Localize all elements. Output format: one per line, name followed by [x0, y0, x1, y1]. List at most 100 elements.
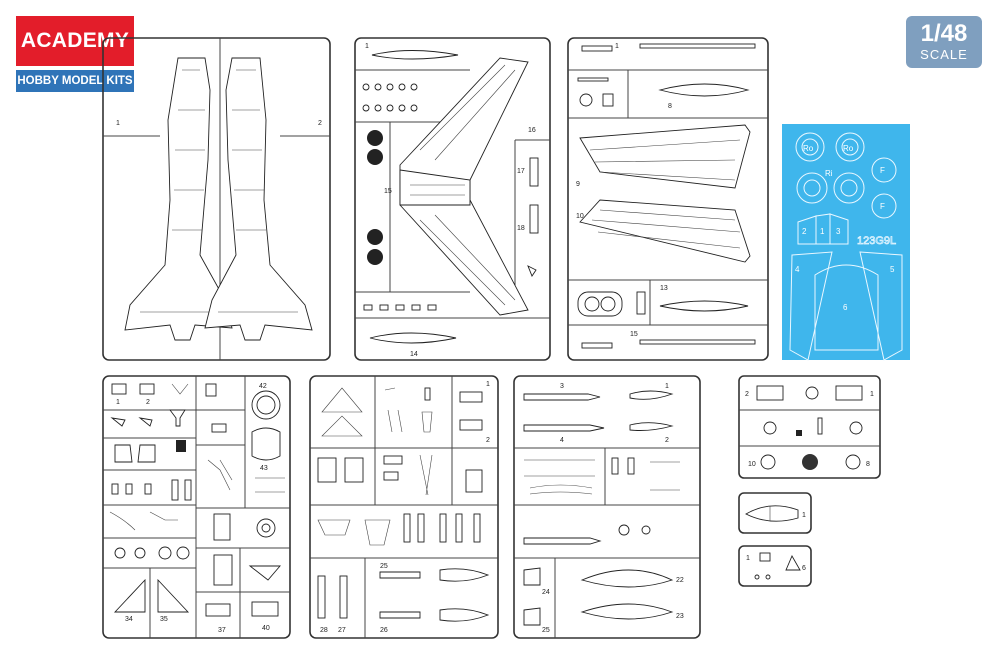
sprue-frame [513, 375, 701, 639]
sprue-frame [738, 492, 812, 534]
sprue-gear: 1 2 28 27 25 26 [309, 375, 499, 639]
fuselage-half-left [124, 57, 233, 341]
sprue-frame [309, 375, 499, 639]
panel-lines [591, 209, 741, 249]
strip-part [639, 339, 756, 345]
canopy-part [745, 505, 799, 522]
canopy-mask-right [829, 213, 849, 245]
part-number: 2 [146, 399, 150, 406]
round-part [579, 93, 593, 107]
pylon-part [529, 204, 539, 234]
drop-tank-half [371, 50, 459, 60]
academy-logo: ACADEMY HOBBY MODEL KITS [16, 16, 134, 94]
mask-label: 4 [795, 265, 800, 274]
part-number: 35 [160, 616, 168, 623]
sprue-wing: 1 15 17 18 16 14 [354, 37, 551, 361]
part-number: 27 [338, 627, 346, 634]
brand-name: ACADEMY [16, 16, 134, 66]
small-parts-row [362, 83, 418, 112]
sprue-frame [102, 37, 331, 361]
strip-part [577, 77, 609, 82]
mask-decal-sheet: Ro Ro F F Ri 2 1 3 4 5 6 123G9L [782, 124, 910, 361]
canopy-main-mask [814, 264, 879, 351]
fuel-tank-half [580, 569, 674, 588]
canopy-side-mask [789, 251, 833, 361]
roundel-mask [795, 132, 825, 162]
drop-tank-half [658, 83, 750, 97]
part-number: 18 [517, 225, 525, 232]
part-number: 23 [676, 613, 684, 620]
brand-tagline: HOBBY MODEL KITS [16, 70, 134, 92]
part-number: 2 [745, 391, 749, 398]
roundel-mask [796, 172, 828, 204]
sprue-frame [567, 37, 769, 361]
roundel-mask [835, 132, 865, 162]
pylon-part [529, 157, 539, 187]
sprue-frame [738, 375, 881, 479]
bomb-half [523, 424, 605, 432]
wheel [367, 149, 383, 165]
drop-tank-half [659, 300, 749, 312]
mask-label: 6 [843, 303, 848, 312]
strip-part [581, 342, 613, 349]
sprue-fuselage: 1 2 [102, 37, 331, 361]
part-number: 1 [615, 43, 619, 50]
part-number: 1 [365, 43, 369, 50]
seat-back [251, 427, 281, 461]
small-bracket [527, 265, 537, 277]
panel-lines [589, 139, 741, 181]
part-number: 15 [384, 188, 392, 195]
part-number: 43 [260, 465, 268, 472]
part-number: 37 [218, 627, 226, 634]
scale-badge: 1/48 SCALE [906, 16, 982, 68]
part-number: 1 [116, 120, 120, 127]
roundel-label: F [880, 166, 885, 175]
sprue-wing-panels: 1 8 9 10 13 15 [567, 37, 769, 361]
bomb [629, 422, 674, 431]
gear-frame [321, 387, 363, 437]
sprue-stores: 3 1 4 2 22 23 24 25 [513, 375, 701, 639]
gear-strut [419, 454, 433, 496]
roundel-mask [833, 172, 865, 204]
tail-fin [157, 578, 190, 613]
scale-word: SCALE [920, 47, 968, 62]
bar-part [636, 291, 646, 315]
part-number: 2 [318, 120, 322, 127]
part-number: 26 [380, 627, 388, 634]
roundel-label: F [880, 202, 885, 211]
part-number: 22 [676, 577, 684, 584]
sheet-code: 123G9L [857, 235, 896, 247]
part-number: 34 [125, 616, 133, 623]
mask-label: 2 [802, 227, 807, 236]
part-number: 42 [259, 383, 267, 390]
part-number: 24 [542, 589, 550, 596]
fuel-tank-half [580, 603, 674, 620]
scale-ratio: 1/48 [920, 20, 968, 47]
part-number: 25 [542, 627, 550, 634]
wheel [367, 229, 383, 245]
fin-flash-mask [871, 193, 897, 219]
part-number: 6 [802, 565, 806, 572]
part-number: 4 [560, 437, 564, 444]
drop-tank-half [369, 332, 457, 344]
part-number: 1 [746, 555, 750, 562]
tail-fin [113, 578, 146, 613]
roundel-label: Ro [843, 144, 854, 153]
part-number: 8 [668, 103, 672, 110]
part-number: 1 [486, 381, 490, 388]
outer-wing-panel [579, 124, 751, 189]
small-parts-row [363, 304, 437, 311]
part-number: 10 [576, 213, 584, 220]
part-number: 25 [380, 563, 388, 570]
wing-panel-lines [410, 64, 516, 306]
part-number: 1 [802, 512, 806, 519]
fin-flash-mask [871, 157, 897, 183]
bomb-half [523, 393, 601, 401]
outer-wing-panel [579, 199, 751, 263]
part-number: 9 [576, 181, 580, 188]
part-number: 17 [517, 168, 525, 175]
sprue-small-parts: 2 1 10 8 [738, 375, 881, 479]
sprue-tiny-parts: 1 6 [738, 545, 812, 587]
